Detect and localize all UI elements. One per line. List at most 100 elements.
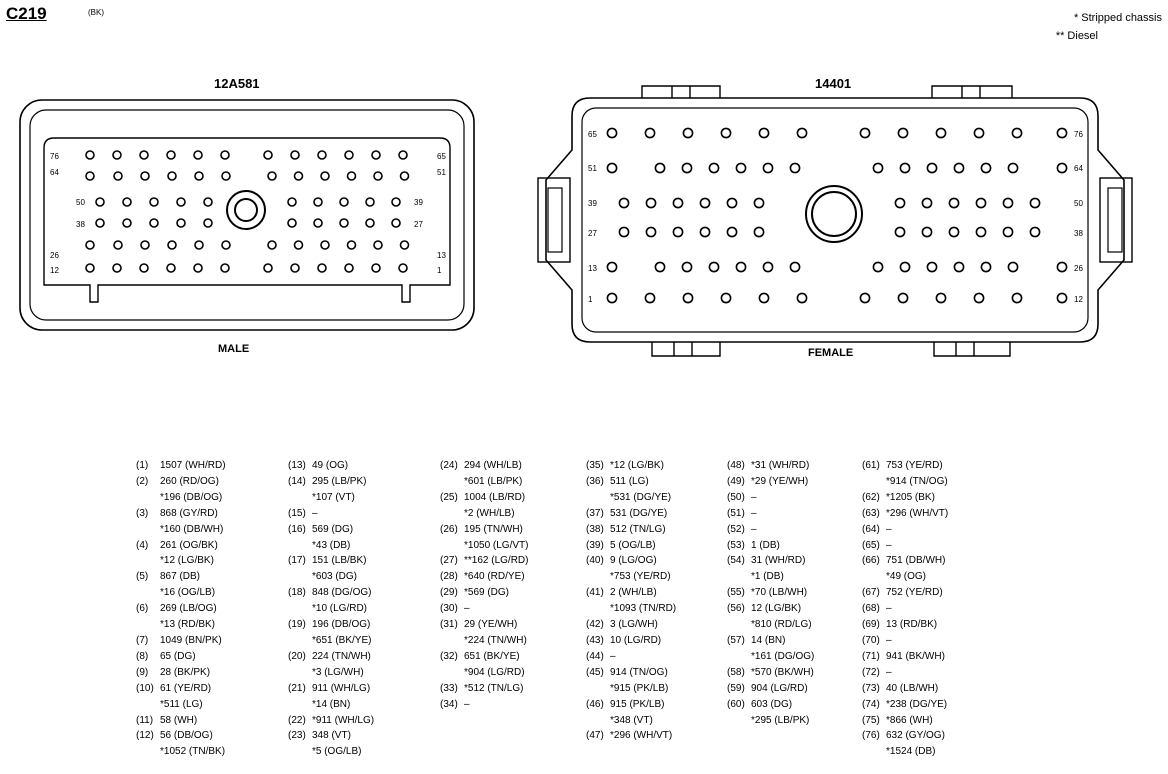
female-pin-hole	[948, 197, 960, 209]
pinout-line: (70)–	[862, 633, 948, 649]
pin-circuit: *12 (LG/BK)	[610, 460, 664, 471]
pin-number: (55)	[727, 587, 745, 599]
female-pin-hole	[672, 197, 684, 209]
female-label-r5r: 26	[1074, 264, 1083, 273]
female-pin-hole	[897, 292, 909, 304]
pinout-line: (37)531 (DG/YE)	[586, 506, 676, 522]
pinout-line: (73)40 (LB/WH)	[862, 681, 948, 697]
pin-number: (70)	[862, 634, 880, 646]
female-pin-hole	[720, 127, 732, 139]
male-pin-hole	[176, 197, 186, 207]
male-pin-hole	[140, 171, 150, 181]
male-pin-hole	[313, 197, 323, 207]
pinout-line: (15)–	[288, 506, 374, 522]
female-pin-hole	[699, 197, 711, 209]
male-label-r6l: 12	[50, 266, 59, 275]
pin-circuit: 29 (YE/WH)	[464, 619, 518, 631]
pin-circuit: 196 (DB/OG)	[312, 619, 371, 631]
pin-circuit: *640 (RD/YE)	[464, 571, 525, 583]
pinout-line: (31)29 (YE/WH)	[440, 617, 528, 633]
male-pin-hole	[344, 150, 354, 160]
pin-circuit-alt: *160 (DB/WH)	[160, 523, 224, 535]
male-pin-hole	[194, 171, 204, 181]
pin-circuit-alt: *601 (LB/PK)	[464, 475, 523, 487]
pin-circuit: 603 (DG)	[751, 698, 793, 710]
pin-circuit: 915 (PK/LB)	[610, 698, 665, 710]
male-pin-hole	[176, 218, 186, 228]
female-center-bolt-inner	[811, 191, 857, 237]
pin-circuit-alt: *603 (DG)	[312, 571, 358, 583]
male-pin-hole	[320, 240, 330, 250]
female-pin-hole	[1056, 162, 1068, 174]
male-pin-hole	[166, 150, 176, 160]
pin-number: (29)	[440, 587, 458, 599]
female-pin-hole	[789, 261, 801, 273]
male-pin-hole	[346, 240, 357, 250]
pinout-line: (46)915 (PK/LB)	[586, 697, 676, 713]
pinout-entry: (67)752 (YE/RD)	[862, 585, 948, 601]
pin-circuit: –	[464, 698, 470, 710]
male-pin-hole	[399, 240, 410, 250]
female-pin-hole	[735, 261, 747, 273]
pinout-line: (5)867 (DB)	[136, 569, 226, 585]
pin-number: (24)	[440, 460, 458, 471]
pinout-entry: (36)511 (LG)*531 (DG/YE)	[586, 474, 676, 506]
pinout-entry: (56)12 (LG/BK)*810 (RD/LG)	[727, 601, 814, 633]
pin-circuit-alt: *2 (WH/LB)	[464, 507, 515, 519]
male-label-r6r: 1	[437, 266, 442, 275]
pin-number: (21)	[288, 682, 306, 694]
pinout-entry: (40)9 (LG/OG)*753 (YE/RD)	[586, 553, 676, 585]
male-inner-shell	[29, 109, 465, 321]
male-pin-hole	[113, 171, 123, 181]
pin-circuit: 260 (RD/OG)	[160, 475, 219, 487]
male-part-number: 12A581	[214, 76, 260, 91]
male-pin-hole	[287, 197, 297, 207]
female-pin-hole	[899, 162, 911, 174]
pinout-entry: (24)294 (WH/LB)*601 (LB/PK)	[440, 458, 528, 490]
female-pin-hole	[682, 292, 694, 304]
pin-number: (9)	[136, 666, 149, 678]
male-pin-hole	[317, 150, 327, 160]
pin-circuit: *569 (DG)	[464, 587, 510, 599]
pin-circuit: –	[886, 634, 892, 646]
connector-color: (BK)	[88, 8, 104, 17]
male-pin-hole	[373, 171, 383, 181]
pinout-entry: (46)915 (PK/LB)*348 (VT)	[586, 697, 676, 729]
female-pin-hole	[796, 127, 808, 139]
pin-number: (53)	[727, 539, 745, 551]
pin-number: (16)	[288, 523, 306, 535]
pinout-line: (23)348 (VT)	[288, 728, 374, 744]
pin-circuit-alt: *1 (DB)	[751, 571, 784, 583]
pin-number: (25)	[440, 491, 458, 503]
pinout-entry: (8)65 (DG)	[136, 649, 226, 665]
pin-number: (11)	[136, 714, 154, 726]
pin-circuit: 58 (WH)	[160, 714, 198, 726]
connector-diagram: 76 65 64 51 50 39 38 27 26 13 12 1 65 76…	[19, 85, 1133, 357]
pinout-line: (49)*29 (YE/WH)	[727, 474, 814, 490]
pinout-line: (58)*570 (BK/WH)	[727, 665, 814, 681]
pinout-line: (76)632 (GY/OG)	[862, 728, 948, 744]
pin-circuit: 1004 (LB/RD)	[464, 491, 526, 503]
pinout-entry: (59)904 (LG/RD)	[727, 681, 814, 697]
pin-circuit: 1 (DB)	[751, 539, 780, 551]
pinout-entry: (75)*866 (WH)	[862, 713, 948, 729]
pinout-entry: (9)28 (BK/PK)	[136, 665, 226, 681]
male-pin-hole	[365, 218, 375, 228]
male-pin-field	[43, 137, 451, 303]
male-pin-hole	[391, 218, 401, 228]
pinout-column-5: (48)*31 (WH/RD)(49)*29 (YE/WH)(50)–(51)–…	[727, 458, 814, 728]
pinout-entry: (29) *569 (DG)	[440, 585, 528, 601]
pinout-entry: (73)40 (LB/WH)	[862, 681, 948, 697]
female-label-r2l: 51	[588, 164, 597, 173]
male-pin-hole	[267, 240, 277, 250]
pin-number: (42)	[586, 619, 604, 631]
male-pin-hole	[220, 150, 230, 160]
female-pin-hole	[948, 226, 960, 238]
pin-number: (38)	[586, 523, 604, 535]
pin-number: (50)	[727, 491, 745, 503]
pin-circuit: 295 (LB/PK)	[312, 475, 367, 487]
pin-number: (7)	[136, 634, 149, 646]
pin-number: (3)	[136, 507, 149, 519]
pin-circuit: –	[751, 491, 757, 503]
pinout-line: (11) 58 (WH)	[136, 713, 226, 729]
